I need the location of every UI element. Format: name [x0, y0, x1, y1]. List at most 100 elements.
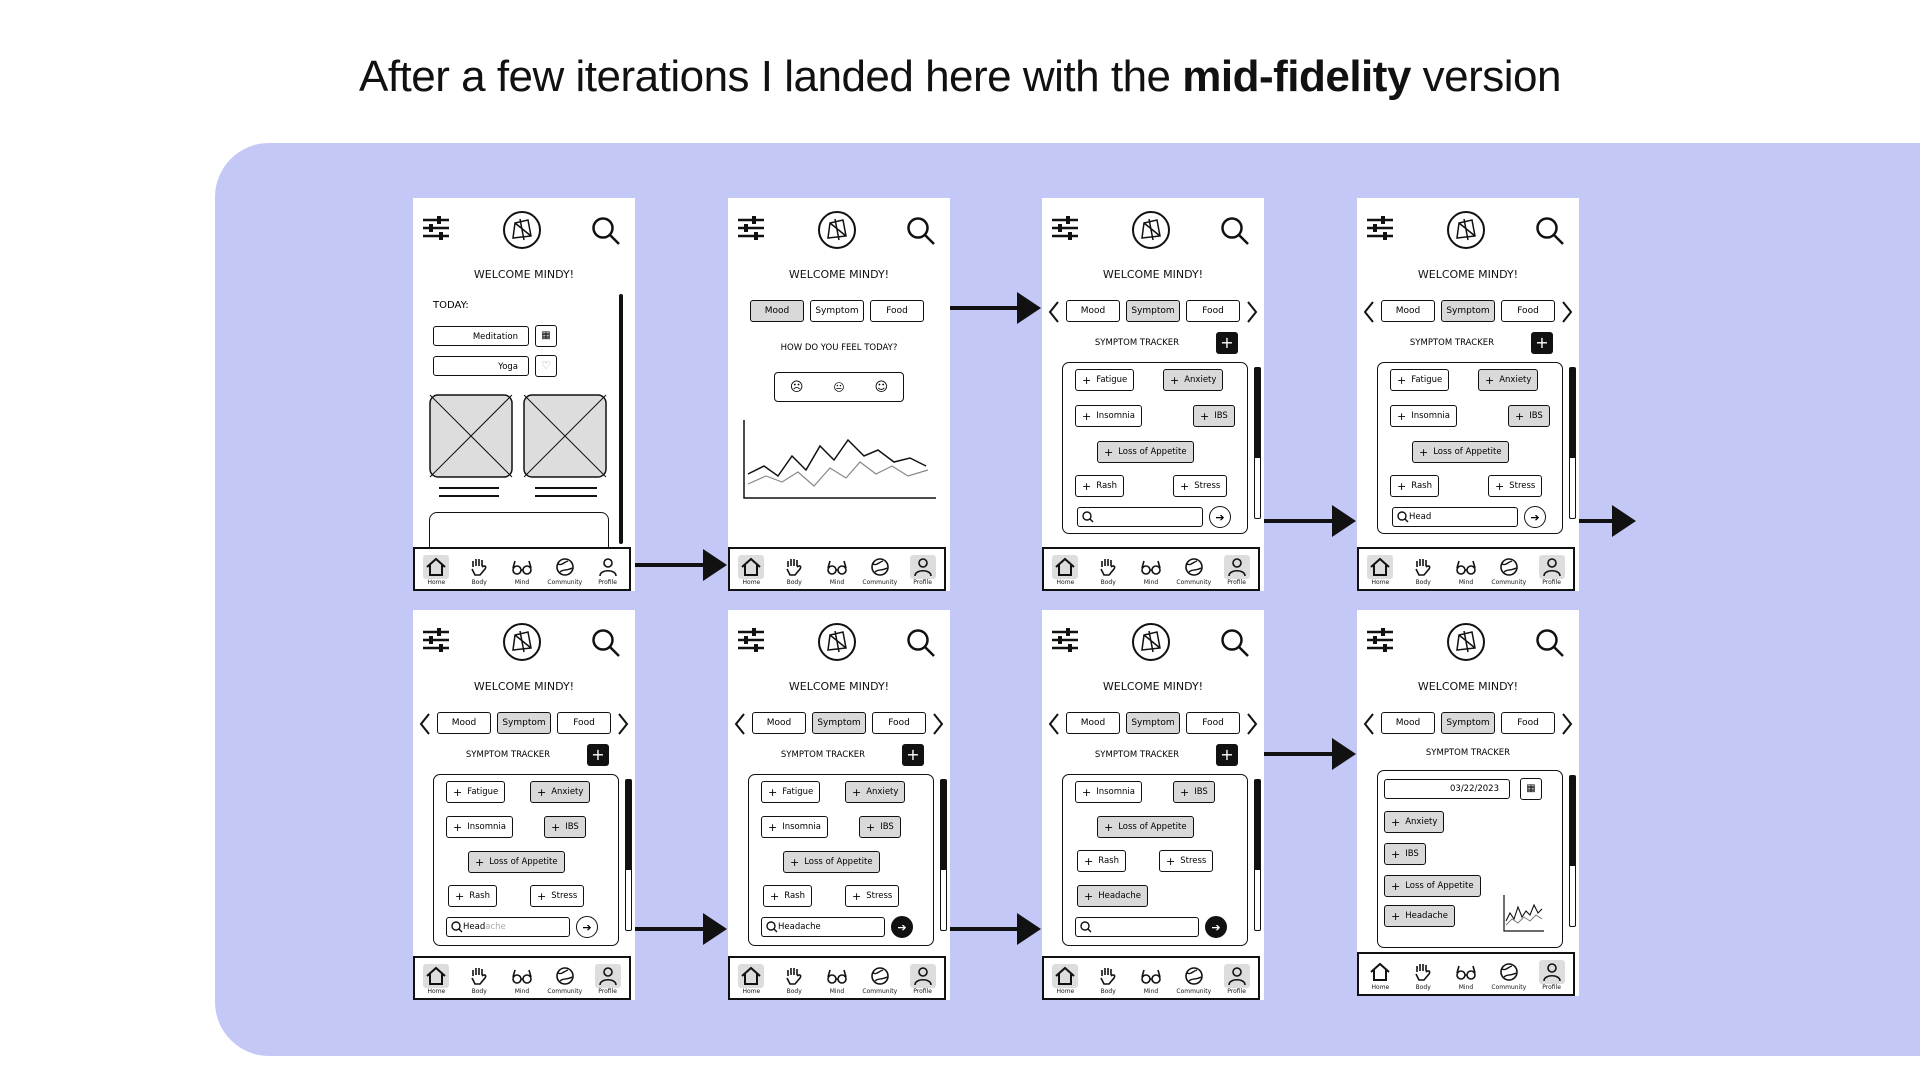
heart-icon[interactable]: ♡ [535, 355, 557, 377]
nav-profile[interactable]: Profile [1218, 555, 1256, 586]
nav-body[interactable]: Body [460, 555, 498, 586]
tab-mood[interactable]: Mood [437, 712, 491, 734]
add-symptom-button[interactable]: + [902, 744, 924, 766]
tab-mood[interactable]: Mood [752, 712, 806, 734]
tab-mood[interactable]: Mood [750, 300, 804, 322]
chip-fatigue[interactable]: +Fatigue [1075, 369, 1135, 391]
nav-body[interactable]: Body [460, 964, 498, 995]
prev-arrow-icon[interactable] [1048, 300, 1060, 324]
activity-yoga[interactable]: Yoga [433, 356, 529, 376]
sad-face-icon[interactable]: ☹ [789, 379, 804, 395]
submit-button[interactable]: ➔ [1209, 506, 1231, 528]
nav-body[interactable]: Body [775, 964, 813, 995]
nav-body[interactable]: Body [1404, 555, 1442, 586]
search-icon[interactable] [906, 628, 936, 658]
nav-home[interactable]: Home [1361, 960, 1399, 991]
nav-mind[interactable]: Mind [503, 964, 541, 995]
tab-food[interactable]: Food [1501, 712, 1555, 734]
search-icon[interactable] [906, 216, 936, 246]
chip-loss-of-appetite[interactable]: +Loss of Appetite [1384, 875, 1481, 897]
chip-rash[interactable]: +Rash [1077, 850, 1126, 872]
submit-button[interactable]: ➔ [576, 916, 598, 938]
nav-mind[interactable]: Mind [1132, 964, 1170, 995]
submit-button[interactable]: ➔ [891, 916, 913, 938]
symptom-search-input[interactable]: Head [1392, 507, 1518, 527]
tab-symptom[interactable]: Symptom [1441, 712, 1495, 734]
chip-ibs[interactable]: +IBS [544, 816, 586, 838]
tab-food[interactable]: Food [872, 712, 926, 734]
prev-arrow-icon[interactable] [1048, 712, 1060, 736]
search-icon[interactable] [1220, 216, 1250, 246]
chip-stress[interactable]: +Stress [845, 885, 900, 907]
symptom-search-input[interactable] [1077, 507, 1203, 527]
tab-mood[interactable]: Mood [1066, 712, 1120, 734]
nav-home[interactable]: Home [417, 555, 455, 586]
calendar-icon[interactable]: ▦ [535, 325, 557, 347]
scrollbar[interactable] [619, 294, 623, 544]
nav-body[interactable]: Body [775, 555, 813, 586]
tab-mood[interactable]: Mood [1381, 300, 1435, 322]
happy-face-icon[interactable]: ☺ [874, 379, 889, 395]
nav-community[interactable]: Community [861, 964, 899, 995]
tab-food[interactable]: Food [557, 712, 611, 734]
nav-profile[interactable]: Profile [1533, 960, 1571, 991]
chip-ibs[interactable]: +IBS [1384, 843, 1426, 865]
nav-profile[interactable]: Profile [589, 964, 627, 995]
scrollbar[interactable] [1569, 775, 1576, 927]
nav-mind[interactable]: Mind [818, 964, 856, 995]
nav-community[interactable]: Community [1175, 964, 1213, 995]
tab-mood[interactable]: Mood [1381, 712, 1435, 734]
tab-symptom[interactable]: Symptom [497, 712, 551, 734]
tab-symptom[interactable]: Symptom [1126, 300, 1180, 322]
filter-menu-icon[interactable] [1052, 216, 1078, 240]
nav-mind[interactable]: Mind [1447, 555, 1485, 586]
chip-anxiety[interactable]: +Anxiety [845, 781, 906, 803]
symptom-search-input[interactable]: Headache [761, 917, 885, 937]
add-symptom-button[interactable]: + [1216, 744, 1238, 766]
chip-ibs[interactable]: +IBS [859, 816, 901, 838]
chip-loss-of-appetite[interactable]: +Loss of Appetite [468, 851, 565, 873]
chip-rash[interactable]: +Rash [1390, 475, 1439, 497]
chip-insomnia[interactable]: +Insomnia [1075, 781, 1142, 803]
filter-menu-icon[interactable] [738, 216, 764, 240]
nav-community[interactable]: Community [546, 555, 584, 586]
nav-home[interactable]: Home [1046, 555, 1084, 586]
add-symptom-button[interactable]: + [1216, 332, 1238, 354]
tab-food[interactable]: Food [1501, 300, 1555, 322]
chip-stress[interactable]: +Stress [1488, 475, 1543, 497]
prev-arrow-icon[interactable] [1363, 712, 1375, 736]
chip-stress[interactable]: +Stress [1159, 850, 1214, 872]
nav-mind[interactable]: Mind [503, 555, 541, 586]
neutral-face-icon[interactable]: 😐 [833, 380, 845, 394]
next-arrow-icon[interactable] [1246, 712, 1258, 736]
filter-menu-icon[interactable] [738, 628, 764, 652]
nav-profile[interactable]: Profile [1218, 964, 1256, 995]
nav-community[interactable]: Community [1175, 555, 1213, 586]
scrollbar[interactable] [1569, 367, 1576, 519]
chip-loss-of-appetite[interactable]: +Loss of Appetite [1097, 816, 1194, 838]
next-arrow-icon[interactable] [1561, 712, 1573, 736]
search-icon[interactable] [1535, 216, 1565, 246]
chip-insomnia[interactable]: +Insomnia [1075, 405, 1142, 427]
nav-body[interactable]: Body [1089, 555, 1127, 586]
filter-menu-icon[interactable] [1367, 216, 1393, 240]
tab-food[interactable]: Food [1186, 712, 1240, 734]
chip-loss-of-appetite[interactable]: +Loss of Appetite [783, 851, 880, 873]
nav-profile[interactable]: Profile [904, 555, 942, 586]
add-symptom-button[interactable]: + [587, 744, 609, 766]
scrollbar[interactable] [1254, 779, 1261, 931]
nav-mind[interactable]: Mind [1447, 960, 1485, 991]
nav-profile[interactable]: Profile [589, 555, 627, 586]
search-icon[interactable] [1535, 628, 1565, 658]
nav-home[interactable]: Home [1046, 964, 1084, 995]
chip-headache[interactable]: +Headache [1384, 905, 1455, 927]
next-arrow-icon[interactable] [1561, 300, 1573, 324]
search-icon[interactable] [1220, 628, 1250, 658]
submit-button[interactable]: ➔ [1205, 916, 1227, 938]
filter-menu-icon[interactable] [423, 628, 449, 652]
chip-rash[interactable]: +Rash [448, 885, 497, 907]
chip-stress[interactable]: +Stress [530, 885, 585, 907]
chip-ibs[interactable]: +IBS [1193, 405, 1235, 427]
chip-stress[interactable]: +Stress [1173, 475, 1228, 497]
nav-community[interactable]: Community [1490, 960, 1528, 991]
